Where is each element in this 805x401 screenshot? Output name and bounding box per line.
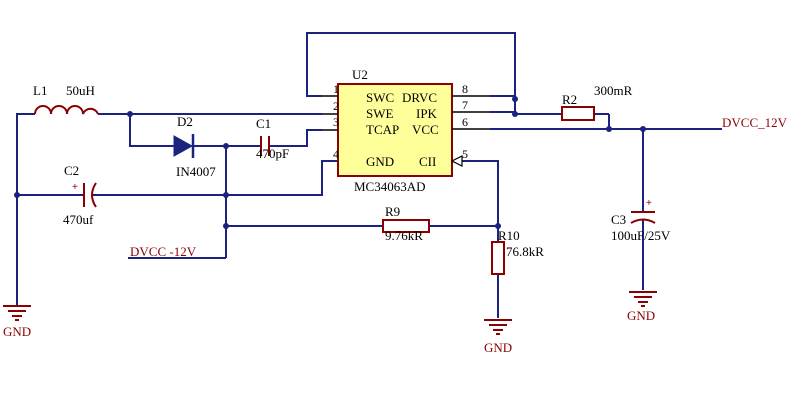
resistor-r10-body (491, 241, 505, 275)
ic-pin-2-number: 2 (333, 99, 339, 113)
capacitor-c1-ref: C1 (256, 116, 271, 131)
ic-part-label: MC34063AD (354, 179, 426, 194)
ic-pin-4-name: GND (366, 154, 394, 169)
ic-ref-label: U2 (352, 67, 368, 82)
ground-r10-label: GND (484, 340, 512, 355)
resistor-r2-body (561, 106, 595, 121)
ic-pin-8-name: DRVC (402, 90, 437, 105)
capacitor-c3-ref: C3 (611, 212, 626, 227)
diode-d2-triangle (173, 135, 194, 157)
ic-pin-2-name: SWE (366, 106, 394, 121)
ic-pin-6-number: 6 (462, 115, 468, 129)
wire-swc-drvc-loop (306, 32, 516, 99)
resistor-r9-ref: R9 (385, 204, 400, 219)
inductor-l1-value: 50uH (66, 83, 95, 98)
capacitor-c3-curved-plate (630, 218, 656, 224)
ic-pin-7-number: 7 (462, 98, 468, 112)
capacitor-c2-value: 470uf (63, 212, 94, 227)
wire-l1-left (16, 113, 35, 305)
junction-ipk (512, 111, 518, 117)
net-label-input: DVCC -12V (130, 244, 197, 259)
diode-d2: D2 IN4007 (173, 114, 216, 179)
ic-pin-3-number: 3 (333, 115, 339, 129)
diode-d2-value: IN4007 (176, 164, 216, 179)
junction-diode-c1 (223, 143, 229, 149)
diode-d2-ref: D2 (177, 114, 193, 129)
junction-r2-out (606, 126, 612, 132)
capacitor-c2-curved-plate (91, 182, 97, 208)
junction-neg-rail (223, 192, 229, 198)
ic-u2: U2 MC34063AD 1 2 3 4 SWC SWE TCAP GND 8 … (322, 67, 490, 194)
capacitor-c3-value: 100uF/25V (611, 228, 671, 243)
capacitor-c2-plus: + (72, 182, 78, 193)
net-label-output: DVCC_12V (722, 115, 788, 130)
ic-pin-5-name: CII (419, 154, 436, 169)
inductor-l1-coils (34, 105, 99, 115)
junction-r9-r10 (495, 223, 501, 229)
capacitor-c1: C1 470pF (256, 116, 289, 161)
resistor-r10-ref: R10 (498, 228, 520, 243)
ic-pin-7-name: IPK (416, 106, 438, 121)
inductor-l1-ref: L1 (33, 83, 47, 98)
wire-c2-right-gnd (92, 160, 338, 196)
capacitor-c3-plus: + (646, 198, 652, 209)
wire-diode-branch (129, 114, 174, 147)
ic-pin-8-number: 8 (462, 82, 468, 96)
ground-left: GND (3, 305, 31, 339)
ic-pin-5-number: 5 (462, 147, 468, 161)
resistor-r2-ref: R2 (562, 92, 577, 107)
capacitor-c2-ref: C2 (64, 163, 79, 178)
junction-l1-diode (127, 111, 133, 117)
wire-c1-to-pin3 (270, 129, 322, 147)
resistor-r9-value: 9.76kR (385, 228, 423, 243)
ic-pin-1-name: SWC (366, 90, 394, 105)
resistor-r9: R9 9.76kR (382, 204, 430, 243)
ic-pin-3-name: TCAP (366, 122, 399, 137)
wire-pin5-feedback (452, 160, 499, 242)
resistor-r2: R2 300mR (561, 83, 633, 121)
junction-c2-gnd (14, 192, 20, 198)
ground-r10: GND (484, 319, 512, 355)
capacitor-c2: + C2 470uf (63, 163, 97, 227)
ground-c3-label: GND (627, 308, 655, 323)
junctions (14, 96, 646, 229)
ic-pin-6-name: VCC (412, 122, 439, 137)
inductor-l1: L1 50uH (33, 83, 99, 115)
junction-c3-out (640, 126, 646, 132)
resistor-r9-body (382, 219, 430, 233)
junction-drvc (512, 96, 518, 102)
ic-pin-1-number: 1 (333, 82, 339, 96)
capacitor-c3: + C3 100uF/25V (611, 198, 671, 243)
ground-left-label: GND (3, 324, 31, 339)
ic-pin-4-number: 4 (333, 147, 339, 161)
capacitor-c1-value: 470pF (256, 146, 289, 161)
resistor-r10-value: 76.8kR (506, 244, 544, 259)
ground-c3: GND (627, 291, 657, 323)
resistor-r10: R10 76.8kR (491, 228, 544, 275)
junction-r9-left (223, 223, 229, 229)
resistor-r2-value: 300mR (594, 83, 633, 98)
ic-pin-5-arrow (450, 155, 463, 167)
